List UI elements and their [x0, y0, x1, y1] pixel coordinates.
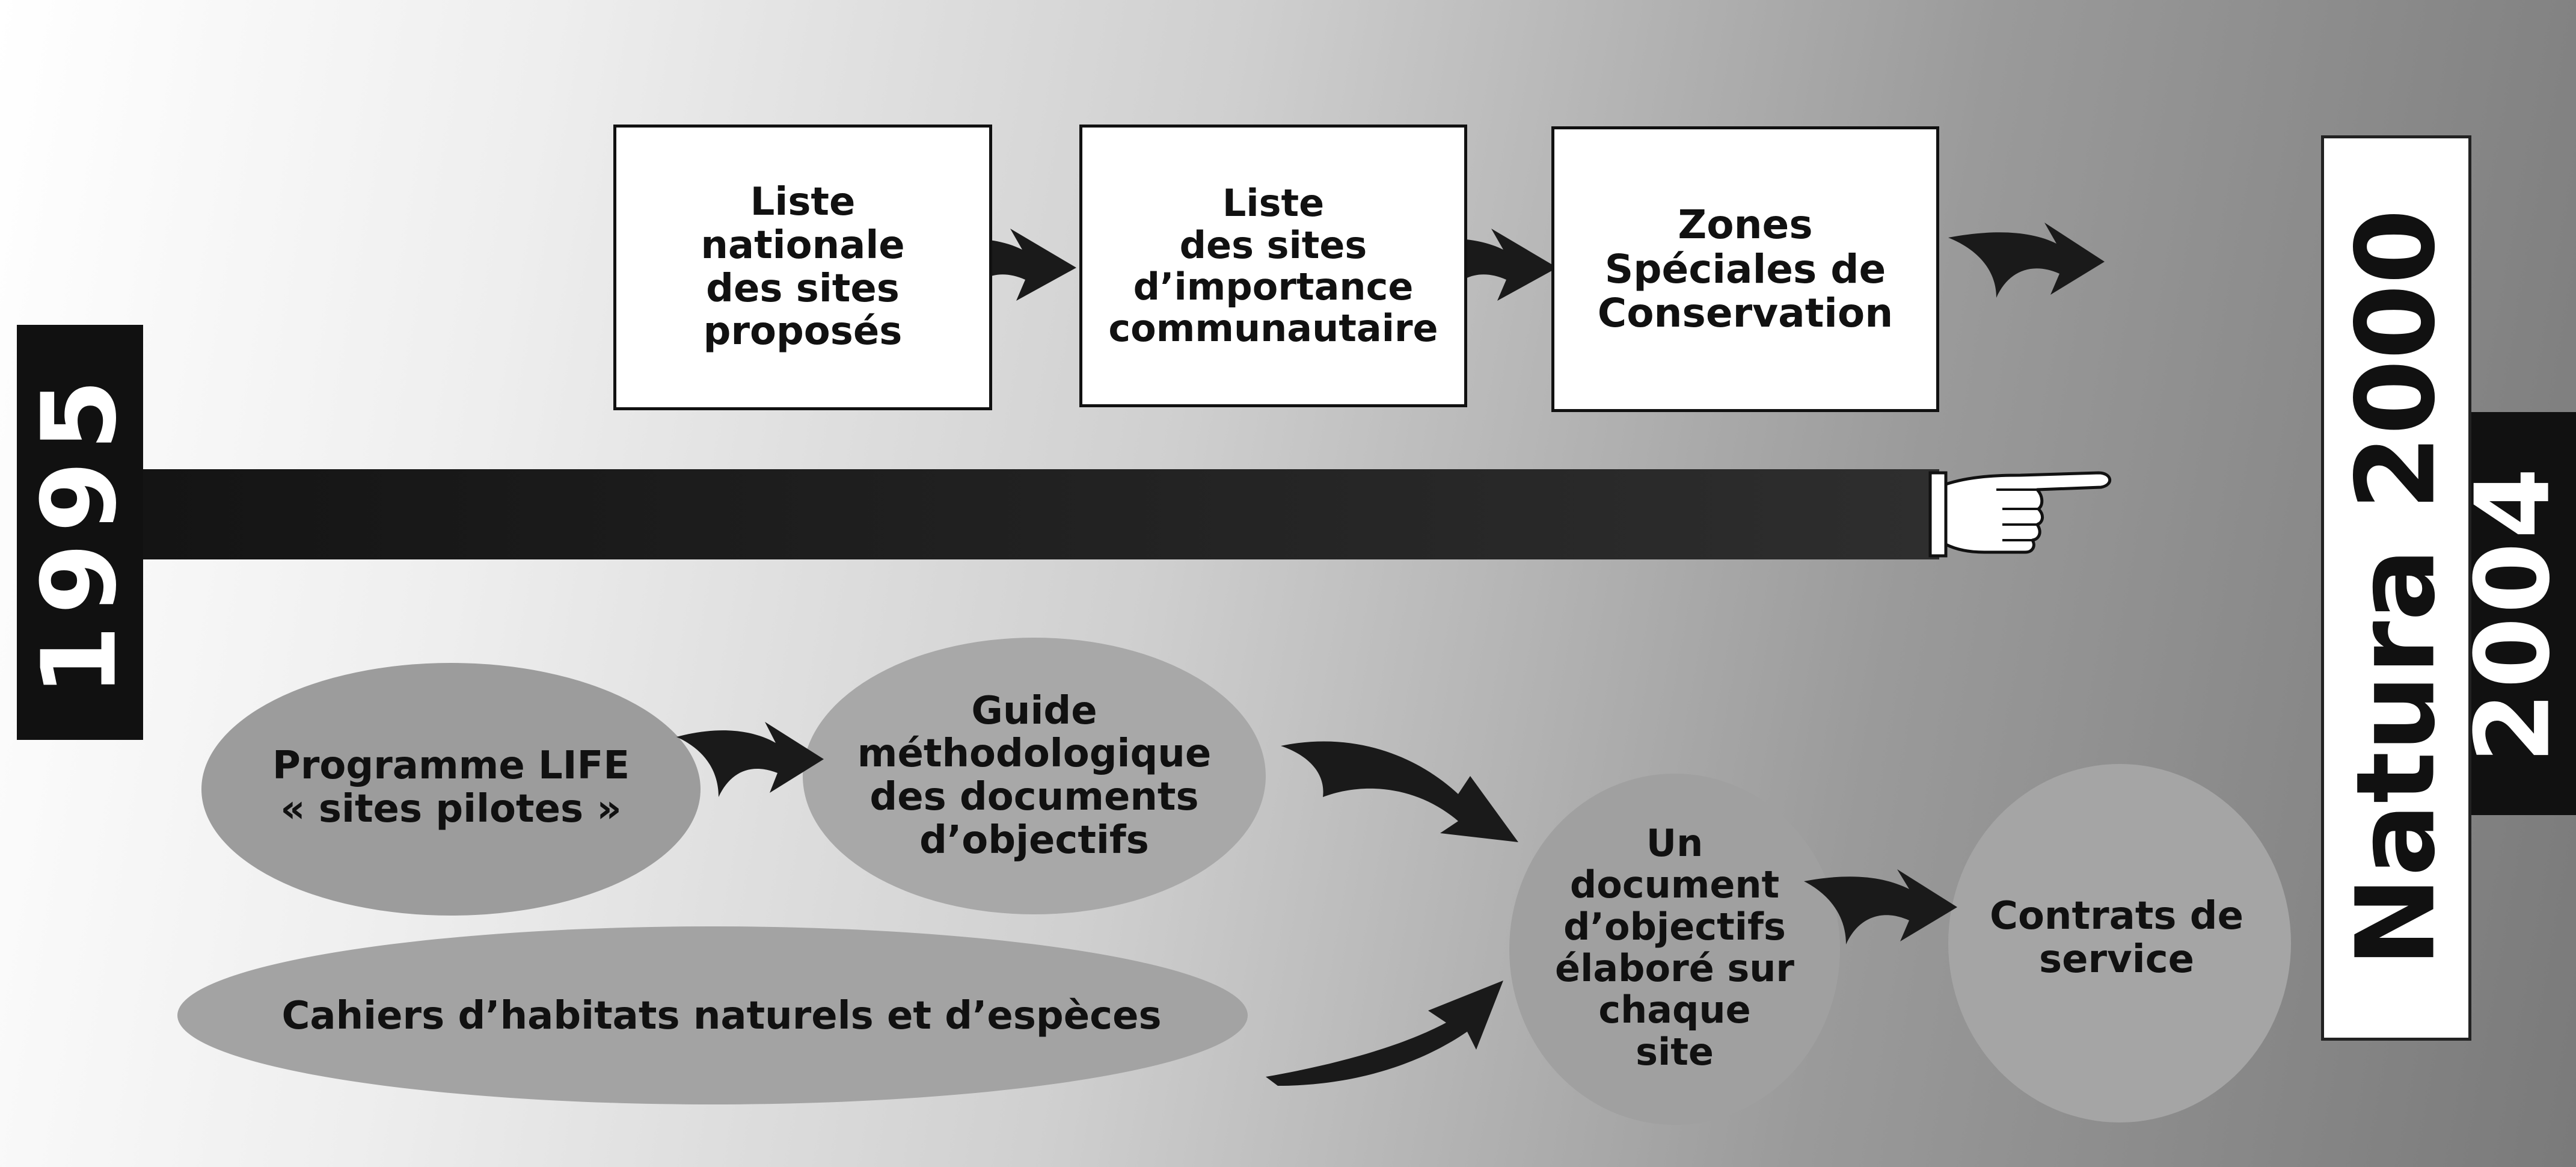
box-liste-nationale: Liste nationale des sites proposés — [613, 125, 992, 410]
timeline-bar — [141, 469, 1939, 559]
box-liste-sites-importance: Liste des sites d’importance communautai… — [1079, 125, 1467, 407]
arrow-icon — [1948, 223, 2105, 298]
circle-document-objectifs — [1509, 774, 1840, 1125]
year-start-label: 1995 — [20, 368, 140, 697]
label-contrats-wrap: Contrats de service — [1960, 866, 2273, 1011]
box-zones-speciales-text: Zones Spéciales de Conservation — [1597, 201, 1894, 337]
arrow-icon — [1804, 869, 1957, 944]
box-zones-speciales: Zones Spéciales de Conservation — [1551, 126, 1939, 412]
box-liste-sites-importance-text: Liste des sites d’importance communautai… — [1108, 181, 1438, 351]
arrow-icon — [1281, 741, 1518, 842]
circle-contrats-service — [1948, 764, 2291, 1122]
label-guide-methodologique: Guide méthodologique des documents d’obj… — [857, 688, 1212, 863]
year-end-label: 2004 — [2453, 464, 2573, 763]
flow-arrows — [676, 223, 2105, 1086]
ellipse-cahiers-habitats — [177, 926, 1248, 1104]
natura-2000-label: Natura 2000 — [2333, 209, 2459, 967]
label-document-wrap: Un document d’objectifs élaboré sur chaq… — [1527, 770, 1822, 1125]
box-liste-nationale-text: Liste nationale des sites proposés — [701, 180, 905, 354]
label-cahiers-wrap: Cahiers d’habitats naturels et d’espèces — [228, 981, 1215, 1053]
label-contrats-service: Contrats de service — [1989, 894, 2244, 982]
year-start-tag: 1995 — [17, 325, 143, 740]
arrow-icon — [1266, 981, 1503, 1086]
label-programme-life: Programme LIFE « sites pilotes » — [272, 744, 630, 831]
label-guide-wrap: Guide méthodologique des documents d’obj… — [806, 662, 1263, 890]
ellipse-guide-methodologique — [803, 638, 1266, 914]
pointing-hand-icon — [1928, 471, 2112, 558]
natura-2000-panel: Natura 2000 — [2321, 135, 2471, 1041]
ellipse-programme-life — [201, 663, 701, 916]
label-programme-life-wrap: Programme LIFE « sites pilotes » — [204, 722, 698, 854]
label-cahiers-habitats: Cahiers d’habitats naturels et d’espèces — [281, 994, 1162, 1039]
arrow-icon — [676, 722, 824, 797]
label-document-objectifs: Un document d’objectifs élaboré sur chaq… — [1555, 821, 1794, 1074]
